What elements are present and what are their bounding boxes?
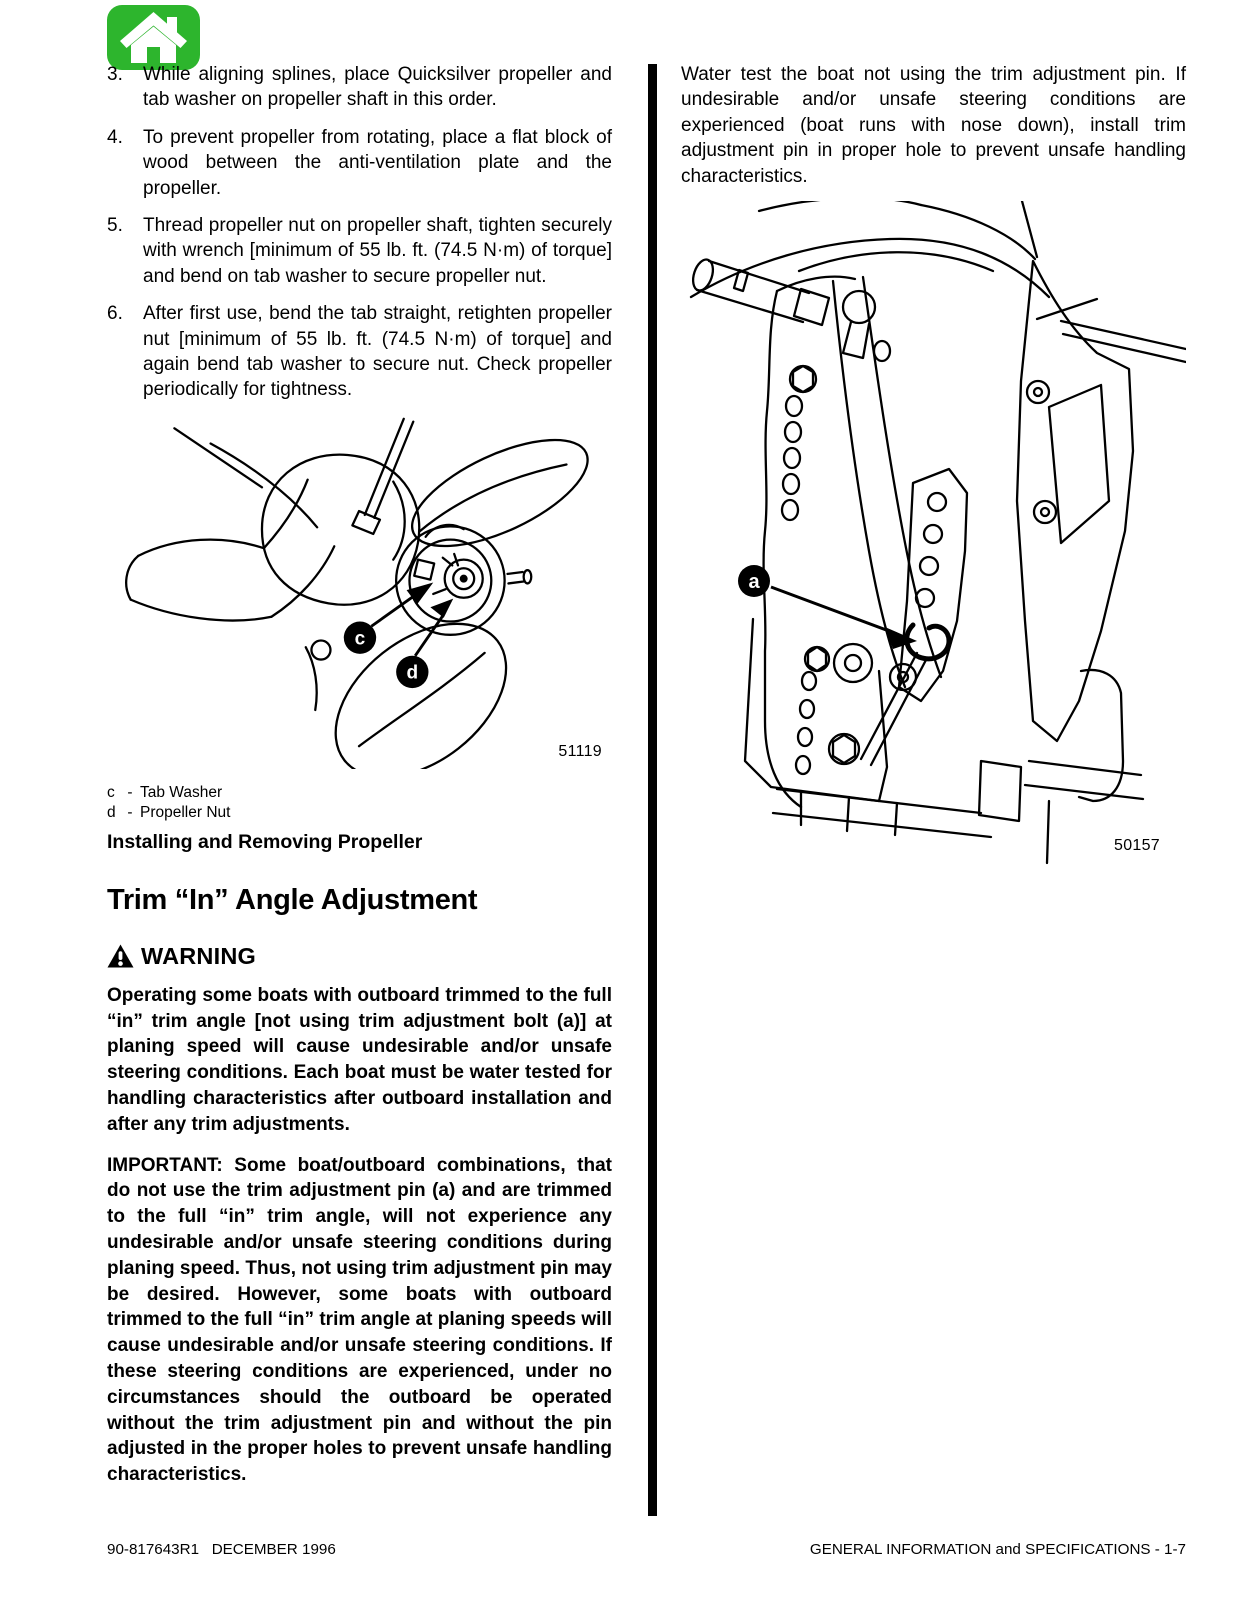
figure-number: 51119 xyxy=(558,742,602,760)
bracket-illustration: a xyxy=(689,201,1186,865)
caption-separator: - xyxy=(127,803,133,821)
step-item-5: 5. Thread propeller nut on propeller sha… xyxy=(107,213,612,289)
step-text: To prevent propeller from rotating, plac… xyxy=(143,126,612,199)
callout-a: a xyxy=(748,571,760,593)
step-number: 5. xyxy=(107,215,123,237)
warning-label: WARNING xyxy=(141,942,256,969)
section-heading: Trim “In” Angle Adjustment xyxy=(107,883,478,916)
figure-title: Installing and Removing Propeller xyxy=(107,830,423,853)
caption-text: Tab Washer xyxy=(140,783,223,801)
step-item-6: 6. After first use, bend the tab straigh… xyxy=(107,301,612,403)
body-paragraph: Water test the boat not using the trim a… xyxy=(681,64,1186,187)
step-text: While aligning splines, place Quicksilve… xyxy=(143,64,612,111)
right-column: Water test the boat not using the trim a… xyxy=(681,62,1186,865)
caption-letter: c xyxy=(107,783,115,801)
home-button[interactable] xyxy=(107,5,200,70)
step-number: 4. xyxy=(107,126,123,148)
step-item-4: 4. To prevent propeller from rotating, p… xyxy=(107,125,612,201)
caption-letter: d xyxy=(107,803,116,821)
home-icon xyxy=(107,5,200,70)
important-paragraph: IMPORTANT: Some boat/outboard combinatio… xyxy=(107,1154,612,1486)
warning-header: WARNING xyxy=(107,943,612,970)
caption-text: Propeller Nut xyxy=(140,803,231,821)
propeller-illustration: c d xyxy=(125,417,589,769)
step-text: Thread propeller nut on propeller shaft,… xyxy=(143,215,612,287)
warning-paragraph: Operating some boats with outboard trimm… xyxy=(107,984,612,1135)
callout-d: d xyxy=(407,662,419,683)
bracket-figure: a 50157 xyxy=(681,201,1186,865)
warning-icon xyxy=(107,944,134,968)
left-column: 3. While aligning splines, place Quicksi… xyxy=(107,62,612,1488)
caption-row: d - Propeller Nut xyxy=(107,803,612,823)
figure-captions: c - Tab Washer d - Propeller Nut xyxy=(107,783,612,823)
footer-section-title: GENERAL INFORMATION and SPECIFICATIONS -… xyxy=(809,1541,1186,1558)
footer-document-number: 90-817643R1 DECEMBER 1996 xyxy=(107,1541,336,1558)
callout-c: c xyxy=(355,628,366,649)
caption-separator: - xyxy=(127,783,133,801)
propeller-figure: c d 51119 xyxy=(107,415,612,769)
step-item-3: 3. While aligning splines, place Quicksi… xyxy=(107,62,612,113)
step-number: 6. xyxy=(107,303,123,325)
step-number: 3. xyxy=(107,64,123,85)
step-text: After first use, bend the tab straight, … xyxy=(143,303,612,401)
figure-number: 50157 xyxy=(1114,837,1160,855)
column-divider xyxy=(648,64,657,1516)
caption-row: c - Tab Washer xyxy=(107,783,612,803)
